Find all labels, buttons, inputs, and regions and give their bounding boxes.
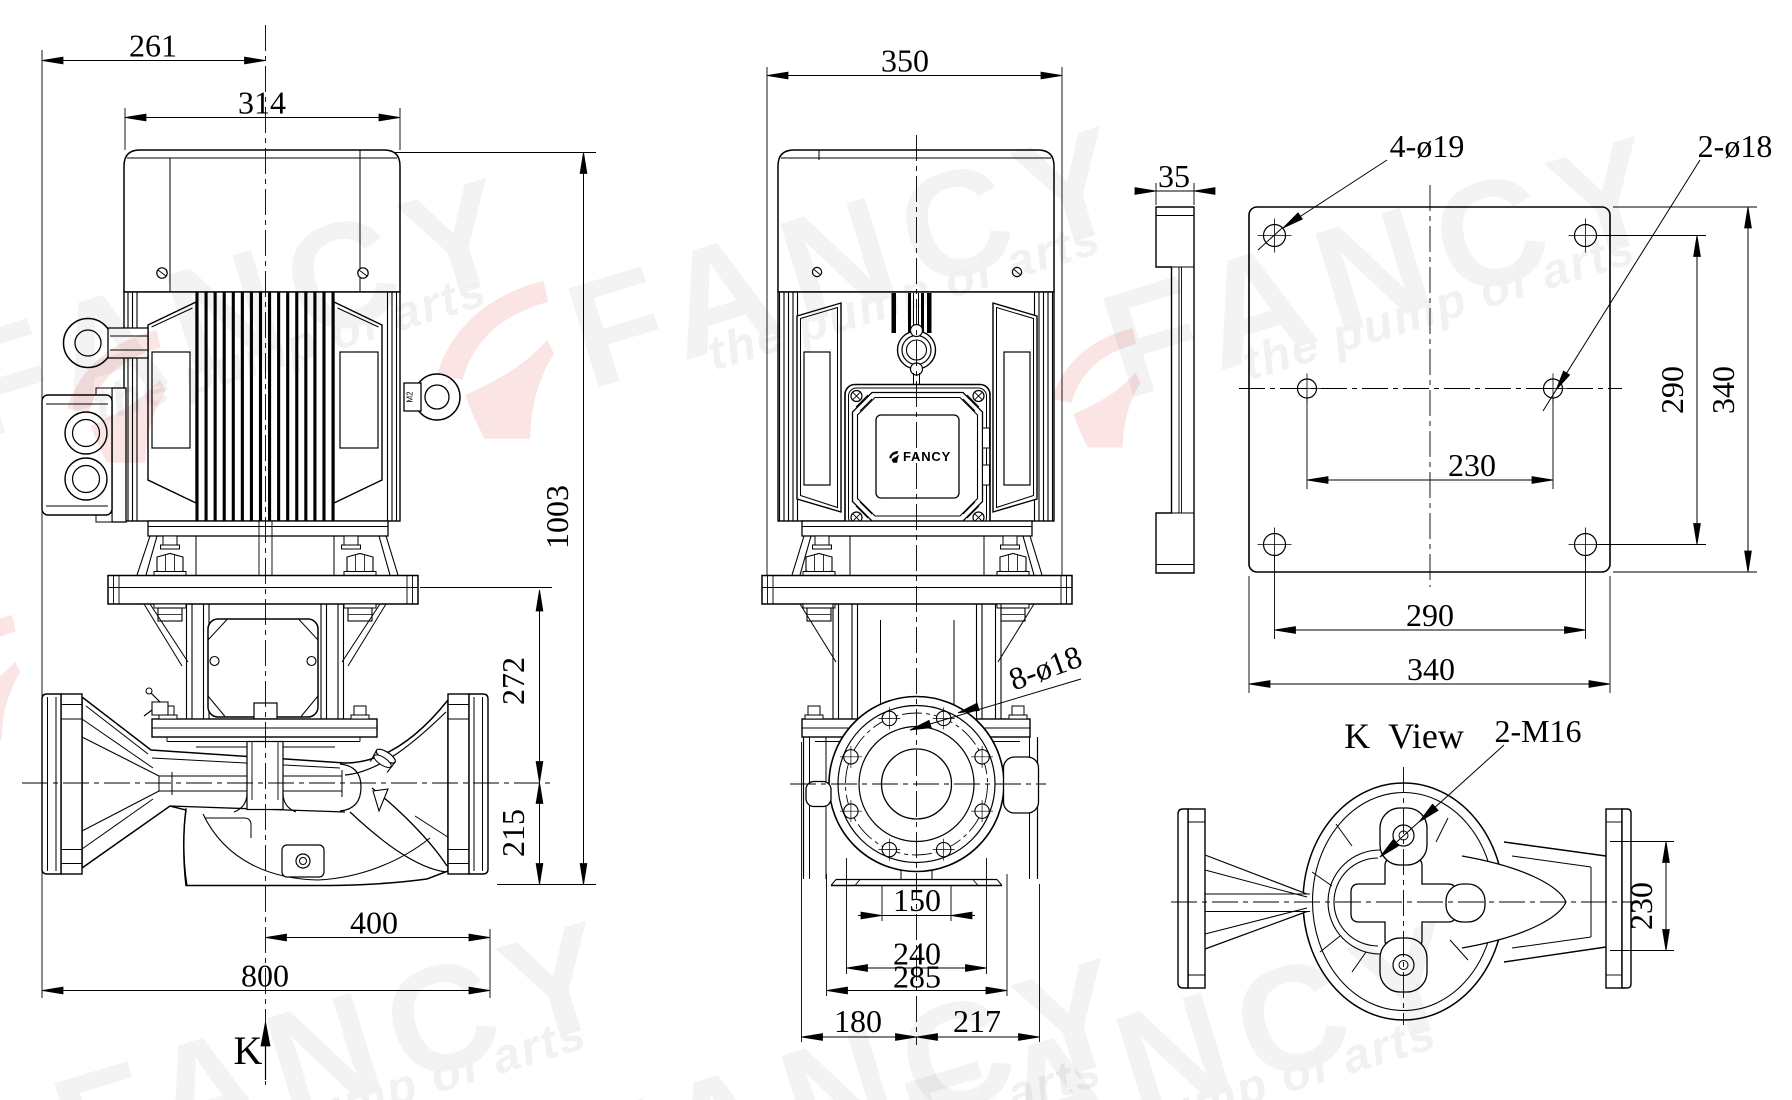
svg-text:261: 261 xyxy=(129,28,177,64)
svg-text:285: 285 xyxy=(893,959,941,995)
svg-text:230: 230 xyxy=(1448,447,1496,483)
svg-text:272: 272 xyxy=(495,657,531,705)
svg-text:2-M16: 2-M16 xyxy=(1494,713,1581,749)
svg-text:314: 314 xyxy=(238,85,286,121)
svg-text:35: 35 xyxy=(1158,158,1190,194)
svg-text:217: 217 xyxy=(953,1003,1001,1039)
svg-text:150: 150 xyxy=(893,882,941,918)
svg-text:800: 800 xyxy=(241,958,289,994)
svg-text:180: 180 xyxy=(834,1003,882,1039)
svg-text:400: 400 xyxy=(350,905,398,941)
svg-text:1003: 1003 xyxy=(539,485,575,549)
svg-text:215: 215 xyxy=(495,809,531,857)
svg-text:230: 230 xyxy=(1623,882,1659,930)
svg-text:340: 340 xyxy=(1407,651,1455,687)
svg-text:K View: K View xyxy=(1344,716,1464,756)
svg-text:350: 350 xyxy=(881,43,929,79)
svg-text:2-ø18: 2-ø18 xyxy=(1698,128,1773,164)
svg-text:4-ø19: 4-ø19 xyxy=(1390,128,1465,164)
svg-text:290: 290 xyxy=(1406,597,1454,633)
svg-text:M2: M2 xyxy=(406,391,415,403)
svg-text:FANCY: FANCY xyxy=(903,449,951,464)
svg-text:290: 290 xyxy=(1654,366,1690,414)
svg-text:240: 240 xyxy=(893,936,941,972)
svg-text:K: K xyxy=(234,1028,263,1073)
svg-text:340: 340 xyxy=(1705,366,1741,414)
